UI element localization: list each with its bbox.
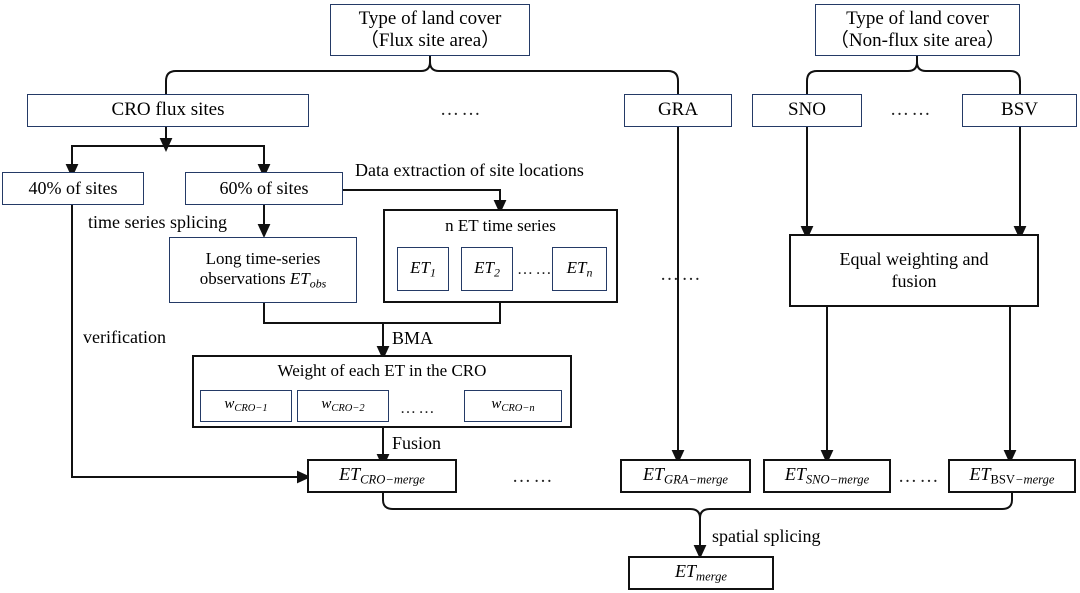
ellipsis-et-series: …… (517, 261, 554, 278)
box-w-cro-1: wCRO−1 (200, 390, 292, 422)
label-spatial-splicing: spatial splicing (712, 526, 821, 546)
equal-weighting-line2: fusion (891, 270, 937, 291)
box-type-land-cover-nonflux: Type of land cover （Non-flux site area） (815, 4, 1020, 56)
et-merge-label: ETmerge (674, 561, 728, 584)
observations-line2: observations ETobs (200, 269, 327, 290)
equal-weighting-line1: Equal weighting and (839, 249, 989, 270)
cro-flux-sites-label: CRO flux sites (111, 99, 225, 121)
et-2-label: ET2 (474, 258, 500, 280)
label-verification: verification (83, 327, 166, 347)
ellipsis-weights: …… (400, 400, 437, 417)
n-et-time-series-title: n ET time series (445, 216, 556, 235)
gra-label: GRA (657, 99, 699, 121)
flux-title-line2: （Flux site area） (359, 30, 501, 51)
ellipsis-landcover-mid: …… (440, 99, 483, 120)
et-n-label: ETn (566, 258, 593, 280)
group-weight-of-each-et: Weight of each ET in the CRO wCRO−1 wCRO… (192, 355, 572, 428)
ellipsis-middle-column: …… (660, 264, 703, 285)
w-cro-1-label: wCRO−1 (224, 396, 268, 415)
observations-symbol: ET (289, 269, 310, 289)
ellipsis-merge-1: …… (512, 466, 555, 487)
box-et-cro-merge: ETCRO−merge (307, 459, 457, 493)
flux-title-line1: Type of land cover (358, 7, 502, 29)
box-bsv: BSV (962, 94, 1077, 127)
ellipsis-landcover-right: …… (890, 99, 933, 120)
box-gra: GRA (624, 94, 732, 127)
et-sno-merge-label: ETSNO−merge (784, 464, 870, 487)
weights-title: Weight of each ET in the CRO (277, 361, 487, 380)
sno-label: SNO (787, 99, 826, 121)
group-n-et-time-series: n ET time series ET1 ET2 …… ETn (383, 209, 618, 303)
box-w-cro-2: wCRO−2 (297, 390, 389, 422)
box-et-bsv-merge: ETBSV−merge (948, 459, 1076, 493)
label-fusion: Fusion (392, 433, 442, 453)
observations-line1: Long time-series (205, 249, 321, 269)
box-et-n: ETn (552, 247, 607, 291)
box-40-percent-sites: 40% of sites (2, 172, 144, 205)
label-bma: BMA (392, 328, 434, 348)
box-sno: SNO (752, 94, 862, 127)
nonflux-title-line1: Type of land cover (846, 7, 989, 29)
box-et-2: ET2 (461, 247, 513, 291)
box-type-land-cover-flux: Type of land cover （Flux site area） (330, 4, 530, 56)
box-w-cro-n: wCRO−n (464, 390, 562, 422)
et-gra-merge-label: ETGRA−merge (643, 464, 728, 487)
w-cro-2-label: wCRO−2 (321, 396, 365, 415)
box-long-timeseries-observations: Long time-series observations ETobs (169, 237, 357, 303)
label-time-series-splicing: time series splicing (88, 212, 227, 232)
ellipsis-merge-2: …… (898, 466, 941, 487)
observations-prefix: observations (199, 269, 290, 289)
box-equal-weighting-and-fusion: Equal weighting and fusion (789, 234, 1039, 307)
bsv-label: BSV (1001, 99, 1038, 121)
et-cro-merge-label: ETCRO−merge (339, 464, 425, 487)
box-et-gra-merge: ETGRA−merge (620, 459, 751, 493)
box-et-1: ET1 (397, 247, 449, 291)
w-cro-n-label: wCRO−n (491, 396, 535, 415)
forty-percent-label: 40% of sites (28, 177, 118, 198)
et-bsv-merge-label: ETBSV−merge (969, 464, 1055, 487)
nonflux-title-line2: （Non-flux site area） (829, 30, 1006, 51)
observations-subscript: obs (309, 276, 327, 291)
et-1-label: ET1 (410, 258, 436, 280)
box-cro-flux-sites: CRO flux sites (27, 94, 309, 127)
label-data-extraction: Data extraction of site locations (355, 160, 584, 180)
sixty-percent-label: 60% of sites (219, 177, 309, 198)
box-et-merge-final: ETmerge (628, 556, 774, 590)
box-60-percent-sites: 60% of sites (185, 172, 343, 205)
box-et-sno-merge: ETSNO−merge (763, 459, 891, 493)
